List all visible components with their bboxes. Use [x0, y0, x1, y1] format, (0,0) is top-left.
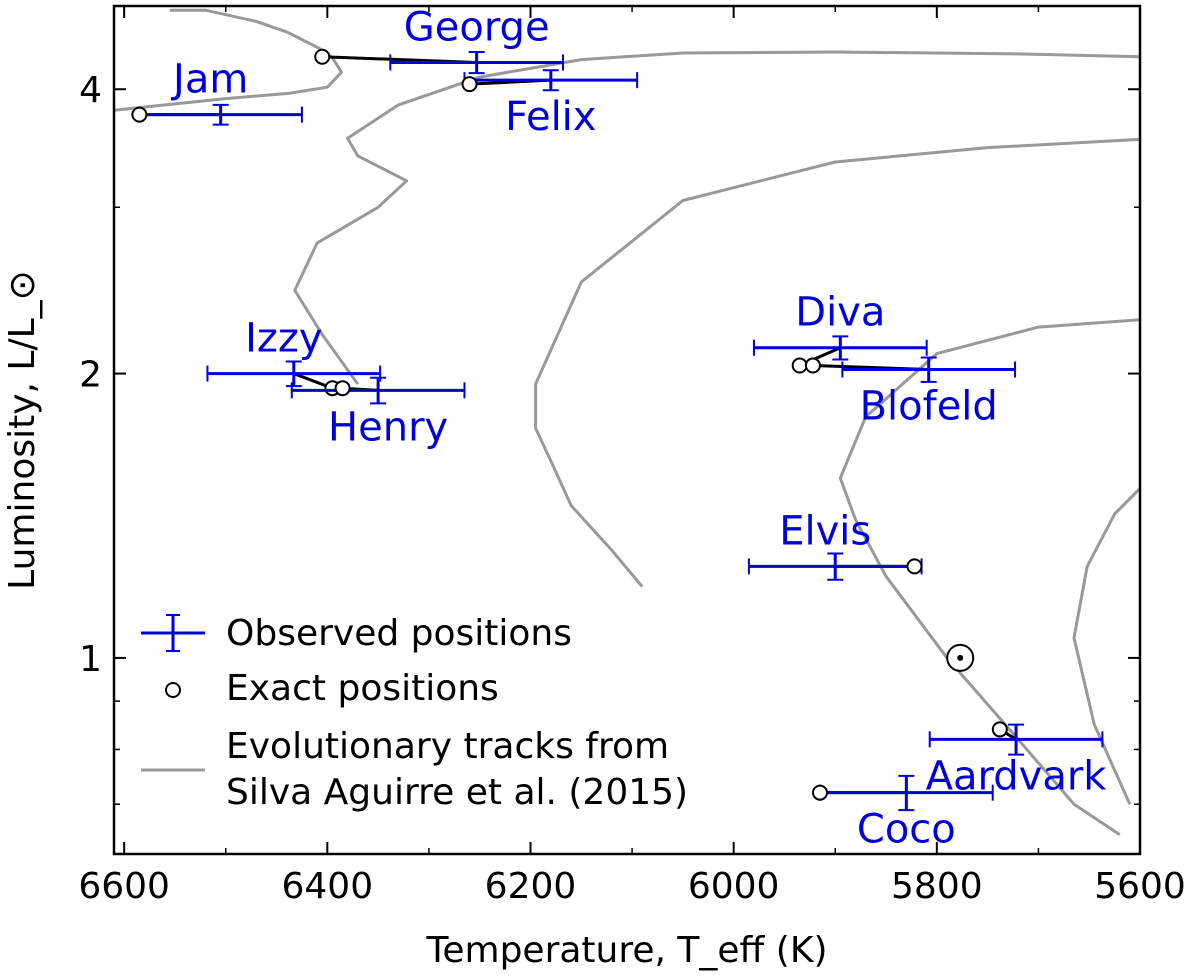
legend-tracks-label-line2: Silva Aguirre et al. (2015)	[226, 772, 688, 813]
y-axis-label: Luminosity, L/L_⊙	[2, 270, 43, 590]
star-label: Henry	[328, 404, 448, 450]
x-tick-label: 6600	[78, 866, 170, 907]
x-axis-label: Temperature, T_eff (K)	[425, 930, 827, 971]
sun-symbol-dot	[957, 654, 964, 661]
x-tick-label: 5600	[1094, 866, 1186, 907]
y-tick-label: 4	[79, 70, 102, 111]
legend-observed-label: Observed positions	[226, 613, 572, 654]
star-label: Elvis	[779, 508, 871, 554]
star-label: Blofeld	[860, 383, 998, 429]
star-jam: Jam	[131, 57, 303, 126]
legend: Observed positions Exact positions Evolu…	[141, 613, 688, 813]
exact-position-marker	[804, 357, 821, 374]
star-label: Jam	[170, 57, 248, 103]
star-izzy: Izzy	[206, 316, 382, 397]
star-label: Coco	[857, 807, 956, 853]
evolutionary-tracks	[114, 8, 1140, 836]
x-tick-label: 5800	[891, 866, 983, 907]
axis-ticks: 6600 6400 6200 6000 5800 5600 1 2 4	[78, 6, 1186, 907]
exact-position-marker	[812, 784, 829, 801]
track-line-1	[114, 8, 343, 112]
exact-position-marker	[314, 48, 331, 65]
y-tick-label: 2	[79, 355, 102, 396]
legend-exact-marker	[165, 682, 181, 698]
legend-exact-label: Exact positions	[226, 668, 499, 709]
star-blofeld: Blofeld	[804, 356, 1017, 429]
plot-frame	[112, 4, 1142, 856]
star-label: Felix	[505, 94, 596, 140]
star-label: George	[404, 4, 550, 50]
track-line-3	[534, 137, 1140, 588]
star-elvis: Elvis	[747, 508, 923, 581]
star-henry: Henry	[290, 376, 466, 450]
star-label: Diva	[795, 290, 885, 336]
star-coco: Coco	[812, 774, 994, 853]
legend-tracks-label-line1: Evolutionary tracks from	[226, 726, 669, 767]
y-tick-label: 1	[79, 639, 102, 680]
exact-position-marker	[461, 76, 478, 93]
track-line-4	[838, 318, 1140, 836]
exact-position-marker	[791, 357, 808, 374]
exact-position-marker	[131, 106, 148, 123]
exact-position-marker	[991, 721, 1008, 738]
x-tick-label: 6000	[688, 866, 780, 907]
star-label: Izzy	[245, 316, 322, 362]
star-diva: Diva	[752, 290, 928, 374]
star-george: George	[314, 4, 565, 75]
star-aardvark: Aardvark	[926, 721, 1107, 799]
x-tick-label: 6200	[485, 866, 577, 907]
x-tick-label: 6400	[282, 866, 374, 907]
track-line-2	[293, 50, 1140, 385]
exact-position-marker	[906, 558, 923, 575]
exact-position-marker	[334, 380, 351, 397]
star-felix: Felix	[461, 69, 639, 140]
